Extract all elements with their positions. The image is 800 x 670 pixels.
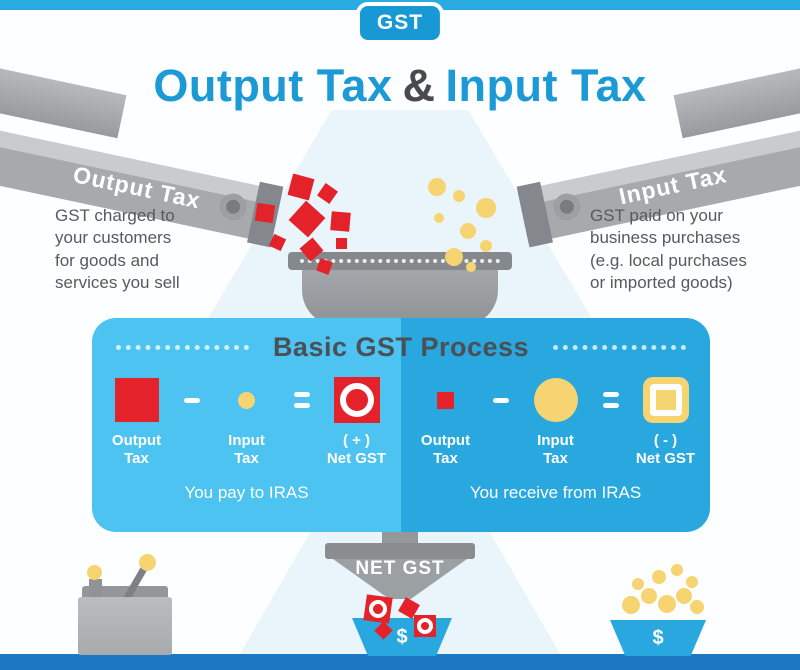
gold-coin-icon <box>641 588 657 604</box>
net-gst-basket: $ <box>352 618 452 656</box>
pedestal <box>89 579 102 599</box>
title-ampersand: & <box>402 60 436 111</box>
net-gst-receive-icon <box>642 377 689 423</box>
output-tax-square-icon <box>114 378 159 422</box>
output-tax-label: Output <box>420 432 471 449</box>
equals-icon <box>599 374 623 426</box>
bottom-bar <box>0 654 800 670</box>
left-description: GST charged to your customers for goods … <box>55 206 180 293</box>
dollar-sign: $ <box>652 626 664 649</box>
pay-panel: Output Tax Input Tax ( + ) <box>92 318 401 532</box>
gold-coin-icon <box>480 240 492 252</box>
dotted-line <box>116 345 249 350</box>
gold-coin-icon <box>686 576 698 588</box>
gold-coin-icon <box>434 213 444 223</box>
net-gst-column: ( + ) Net GST <box>320 374 394 468</box>
input-tax-coin-icon <box>533 378 578 422</box>
dotted-line <box>553 345 687 350</box>
red-square-icon <box>336 238 347 249</box>
net-gst-label: ( + ) <box>342 432 371 449</box>
output-tax-column: Output Tax <box>409 374 483 468</box>
minus-icon <box>180 374 204 426</box>
receive-panel: Output Tax Input Tax ( - ) <box>401 318 710 532</box>
output-tax-column: Output Tax <box>100 374 174 468</box>
input-tax-basket: $ <box>610 620 706 656</box>
red-square-icon <box>254 202 276 224</box>
equals-icon <box>290 374 314 426</box>
net-gst-label-2: Net GST <box>326 450 387 467</box>
input-tax-chute-label: Input Tax <box>616 160 730 209</box>
minus-icon <box>489 374 513 426</box>
net-gst-label: ( - ) <box>653 432 678 449</box>
pay-equation: Output Tax Input Tax ( + ) <box>100 374 394 468</box>
bolt-icon <box>551 191 583 223</box>
output-tax-square-icon <box>437 391 454 409</box>
basic-gst-process-panel: Basic GST Process Output Tax Input T <box>92 318 710 532</box>
receive-equation: Output Tax Input Tax ( - ) <box>409 374 703 468</box>
input-tax-column: Input Tax <box>210 374 284 468</box>
page-title: Output Tax&Input Tax <box>0 60 800 112</box>
process-title: Basic GST Process <box>272 332 530 362</box>
net-gst-donut-icon <box>363 594 393 624</box>
gold-coin-icon <box>428 178 446 196</box>
gold-ball-icon <box>87 565 102 580</box>
gst-badge-label: GST <box>376 11 424 34</box>
input-tax-label: Input <box>228 432 265 449</box>
bolt-icon <box>217 191 249 223</box>
output-tax-label-2: Tax <box>433 450 458 467</box>
hopper-dotted-line <box>300 259 500 263</box>
lever-knob-icon <box>139 554 156 571</box>
net-gst-label: NET GST <box>355 558 445 579</box>
output-tax-label-2: Tax <box>124 450 149 467</box>
gold-coin-icon <box>622 596 640 614</box>
funnel-rim <box>325 543 475 559</box>
gold-coin-icon <box>632 578 644 590</box>
red-square-icon <box>330 211 351 232</box>
net-gst-donut-icon <box>414 615 436 637</box>
title-input-tax: Input Tax <box>445 60 647 111</box>
gold-coin-icon <box>658 595 676 613</box>
receive-footer: You receive from IRAS <box>469 483 642 502</box>
input-tax-label: Input <box>537 432 574 449</box>
gold-coin-icon <box>445 248 463 266</box>
gold-coin-icon <box>460 223 476 239</box>
gold-coin-icon <box>453 190 465 202</box>
machine-base <box>78 597 172 655</box>
gold-coin-icon <box>476 198 496 218</box>
input-tax-coin-icon <box>238 391 255 409</box>
gold-coin-icon <box>652 570 666 584</box>
hopper-body <box>302 270 498 326</box>
title-output-tax: Output Tax <box>153 60 393 111</box>
right-description: GST paid on your business purchases (e.g… <box>590 206 747 293</box>
dollar-sign: $ <box>396 625 408 648</box>
gst-badge: GST <box>355 2 445 44</box>
process-header: Basic GST Process <box>92 332 710 363</box>
input-tax-column: Input Tax <box>519 374 593 468</box>
input-tax-label-2: Tax <box>543 450 568 467</box>
input-tax-label-2: Tax <box>234 450 259 467</box>
net-gst-label-2: Net GST <box>635 450 696 467</box>
gold-coin-icon <box>690 600 704 614</box>
gold-coin-icon <box>671 564 683 576</box>
gold-coin-icon <box>466 262 476 272</box>
pay-footer: You pay to IRAS <box>184 483 309 502</box>
output-tax-label: Output <box>111 432 162 449</box>
gold-coin-icon <box>676 588 692 604</box>
net-gst-column: ( - ) Net GST <box>629 374 703 468</box>
net-gst-pay-icon <box>333 377 380 423</box>
